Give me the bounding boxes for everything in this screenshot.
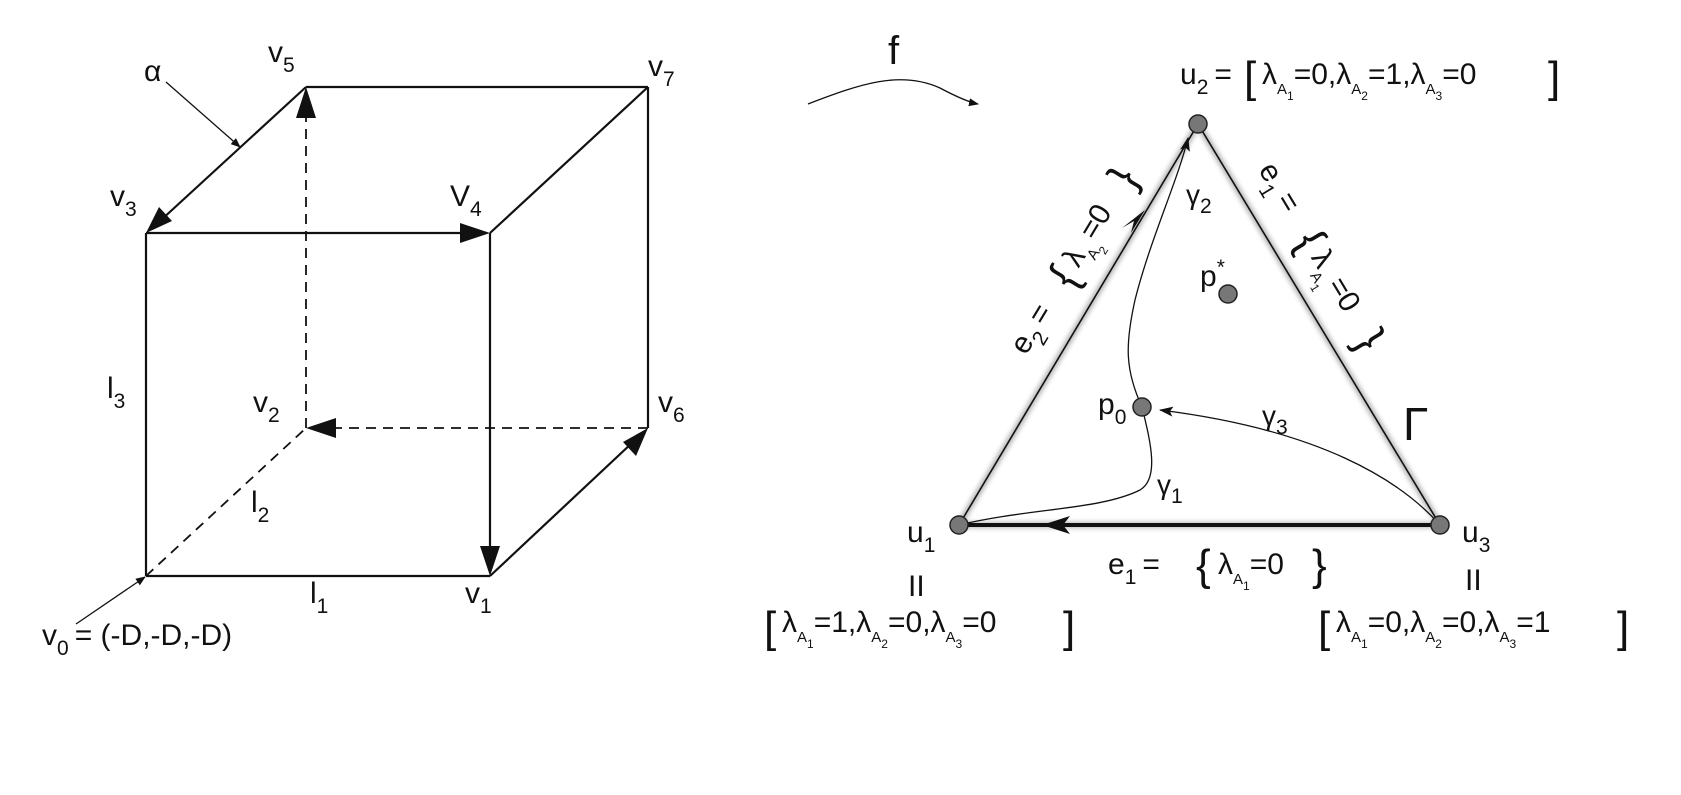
cube-edge-v1-v6 (489, 441, 634, 577)
svg-text:]: ] (1063, 603, 1075, 652)
eq-u3: II (1465, 564, 1482, 597)
svg-text:{: { (1196, 541, 1211, 590)
cube-edge-v0-v2 (145, 427, 307, 577)
label-v2: v2 (253, 386, 280, 427)
svg-text:e2=: e2= (1004, 298, 1066, 364)
point-u3 (1430, 515, 1450, 535)
edge-label-right: e1= { λA1=0 } (1245, 157, 1395, 359)
edge-label-bottom: e1= { λA1=0 } (1108, 541, 1327, 593)
simplex-paths (958, 137, 1441, 526)
svg-text:λA1=0: λA1=0 (1294, 244, 1367, 324)
label-l1: l1 (310, 577, 328, 618)
label-l2: l2 (251, 486, 269, 527)
simplex-edge-right (1197, 123, 1441, 526)
svg-text:}: } (1345, 321, 1395, 359)
v0-pointer (75, 576, 146, 625)
svg-text:]: ] (1617, 603, 1629, 652)
svg-text:e1=: e1= (1245, 157, 1307, 223)
svg-text:[: [ (1318, 603, 1330, 652)
label-l3: l3 (107, 372, 125, 413)
cube-edge-v4-v7 (489, 86, 649, 234)
arrowhead-v4 (460, 223, 490, 243)
svg-text:λA1=0,λA2=1,λA3=0: λA1=0,λA2=1,λA3=0 (1262, 58, 1476, 103)
label-gamma2: γ2 (1186, 179, 1212, 218)
label-v4: V4 (450, 180, 482, 221)
label-u3: u3 (1462, 516, 1490, 557)
svg-text:e1=: e1= (1108, 548, 1160, 589)
cube (144, 85, 650, 578)
label-p0: p0 (1098, 388, 1126, 429)
arrowhead-bottom-edge (1042, 516, 1070, 534)
label-alpha: α (144, 55, 161, 88)
label-gamma3: γ3 (1262, 400, 1288, 439)
svg-text:}: } (1099, 158, 1149, 196)
alpha-pointer (165, 81, 241, 148)
svg-text:λA1=1,λA2=0,λA3=0: λA1=1,λA2=0,λA3=0 (782, 606, 996, 651)
arrowhead-v1 (480, 546, 500, 576)
label-Gamma: Γ (1403, 398, 1428, 450)
path-gamma2 (1127, 137, 1190, 408)
map-label-f: f (888, 29, 900, 73)
arrowhead-v6 (623, 428, 648, 456)
svg-text:}: } (1312, 541, 1327, 590)
path-gamma1 (958, 406, 1153, 526)
map-arrow (807, 79, 979, 107)
simplex (958, 123, 1441, 527)
label-u1: u1 (907, 516, 935, 557)
arrowhead-v3 (146, 207, 172, 233)
point-pstar (1218, 284, 1238, 304)
svg-text:[: [ (1244, 53, 1256, 102)
arrowhead-v2 (306, 418, 336, 438)
arrowhead-left-edge (1122, 210, 1145, 233)
arrowhead-v5 (296, 87, 316, 118)
point-u2 (1188, 114, 1208, 134)
coords-u3: [ λA1=0,λA2=0,λA3=1 ] (1318, 603, 1629, 652)
cube-edge-v5-v3 (159, 86, 307, 222)
cube-arrowheads (146, 87, 648, 576)
svg-text:]: ] (1548, 53, 1560, 102)
label-v3: v3 (110, 180, 137, 221)
label-v1: v1 (465, 577, 492, 618)
label-v0: v0= (-D,-D,-D) (42, 619, 232, 660)
svg-text:λA2=0: λA2=0 (1056, 199, 1129, 279)
point-p0 (1132, 397, 1152, 417)
label-v6: v6 (658, 386, 685, 427)
eq-u1: II (908, 570, 925, 603)
coords-u1: [ λA1=1,λA2=0,λA3=0 ] (764, 603, 1075, 652)
svg-text:λA1=0: λA1=0 (1218, 548, 1284, 593)
svg-text:[: [ (764, 603, 776, 652)
svg-text:λA1=0,λA2=0,λA3=1: λA1=0,λA2=0,λA3=1 (1336, 606, 1550, 651)
simplex-points (949, 114, 1450, 535)
label-v7: v7 (648, 50, 675, 91)
label-gamma1: γ1 (1157, 469, 1183, 508)
label-v5: v5 (268, 36, 295, 77)
path-gamma3 (1159, 406, 1441, 526)
coords-u2: [ λA1=0,λA2=1,λA3=0 ] (1244, 53, 1560, 103)
label-pstar: p* (1200, 256, 1225, 293)
label-u2: u2= (1180, 58, 1232, 99)
point-u1 (949, 515, 969, 535)
simplex-edge-left (958, 123, 1199, 526)
